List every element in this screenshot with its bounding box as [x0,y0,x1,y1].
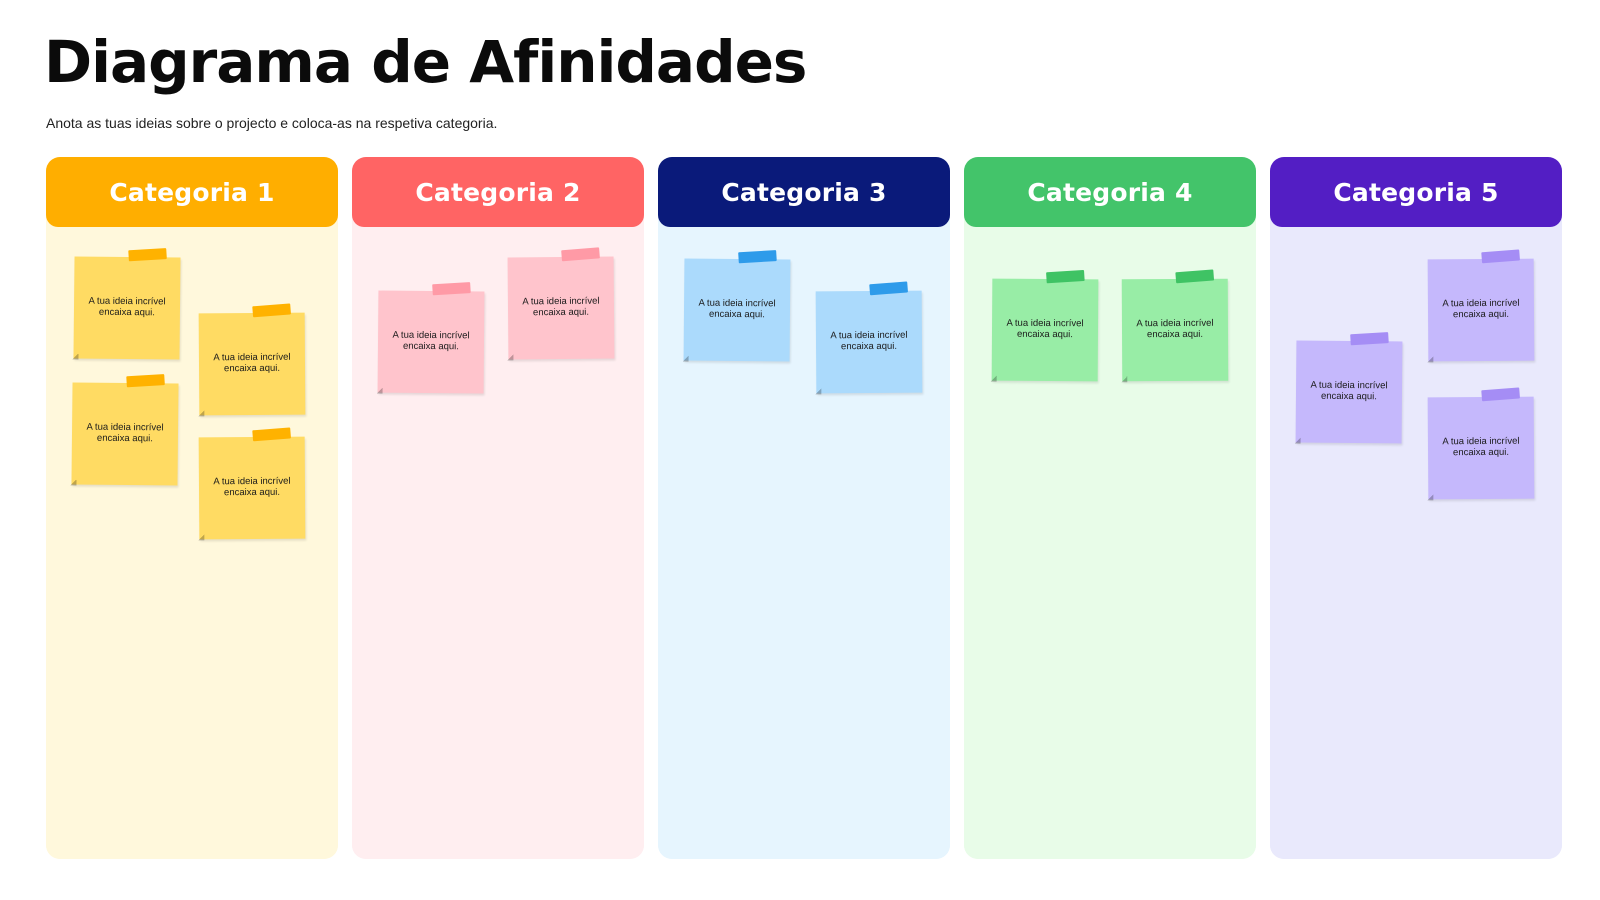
category-column-4: Categoria 4 A tua ideia incrível encaixa… [964,157,1256,859]
tape-strip [126,374,165,388]
category-header-3[interactable]: Categoria 3 [658,157,950,227]
sticky-note-text: A tua ideia incrível encaixa aqui. [522,295,600,319]
sticky-note[interactable]: A tua ideia incrível encaixa aqui. [73,248,181,360]
category-header-4[interactable]: Categoria 4 [964,157,1256,227]
sticky-note[interactable]: A tua ideia incrível encaixa aqui. [815,281,923,394]
sticky-note-text: A tua ideia incrível encaixa aqui. [1136,317,1214,341]
sticky-note-text: A tua ideia incrível encaixa aqui. [86,421,164,445]
tape-strip [561,247,600,262]
tape-strip [1481,249,1520,264]
tape-strip [738,250,777,264]
category-body-4: A tua ideia incrível encaixa aqui. A tua… [964,227,1256,859]
page-title: Diagrama de Afinidades [44,28,807,96]
page-subtitle: Anota as tuas ideias sobre o projecto e … [46,115,498,131]
sticky-note-text: A tua ideia incrível encaixa aqui. [88,295,166,319]
category-body-3: A tua ideia incrível encaixa aqui. A tua… [658,227,950,859]
sticky-note-text: A tua ideia incrível encaixa aqui. [1006,317,1084,341]
tape-strip [432,282,471,296]
sticky-note[interactable]: A tua ideia incrível encaixa aqui. [377,282,485,394]
sticky-note[interactable]: A tua ideia incrível encaixa aqui. [1121,269,1229,382]
category-body-1: A tua ideia incrível encaixa aqui. A tua… [46,227,338,859]
sticky-note-text: A tua ideia incrível encaixa aqui. [213,475,291,499]
affinity-board: Categoria 1 A tua ideia incrível encaixa… [46,157,1562,859]
sticky-note-text: A tua ideia incrível encaixa aqui. [1442,435,1520,459]
sticky-note-text: A tua ideia incrível encaixa aqui. [392,329,470,353]
category-header-2[interactable]: Categoria 2 [352,157,644,227]
sticky-note[interactable]: A tua ideia incrível encaixa aqui. [1427,387,1535,500]
sticky-note[interactable]: A tua ideia incrível encaixa aqui. [71,374,179,486]
sticky-note[interactable]: A tua ideia incrível encaixa aqui. [1295,332,1403,444]
category-column-1: Categoria 1 A tua ideia incrível encaixa… [46,157,338,859]
category-body-2: A tua ideia incrível encaixa aqui. A tua… [352,227,644,859]
category-header-5[interactable]: Categoria 5 [1270,157,1562,227]
category-header-1[interactable]: Categoria 1 [46,157,338,227]
tape-strip [128,248,167,262]
sticky-note[interactable]: A tua ideia incrível encaixa aqui. [198,303,306,416]
tape-strip [1350,332,1389,346]
tape-strip [252,303,291,318]
tape-strip [1481,387,1520,402]
sticky-note[interactable]: A tua ideia incrível encaixa aqui. [683,250,791,362]
sticky-note-text: A tua ideia incrível encaixa aqui. [830,329,908,353]
sticky-note[interactable]: A tua ideia incrível encaixa aqui. [507,247,615,360]
category-column-3: Categoria 3 A tua ideia incrível encaixa… [658,157,950,859]
tape-strip [869,281,908,296]
tape-strip [1046,269,1085,284]
category-column-5: Categoria 5 A tua ideia incrível encaixa… [1270,157,1562,859]
tape-strip [252,427,291,442]
sticky-note[interactable]: A tua ideia incrível encaixa aqui. [198,427,306,540]
sticky-note-text: A tua ideia incrível encaixa aqui. [698,297,776,321]
sticky-note-text: A tua ideia incrível encaixa aqui. [213,351,291,375]
tape-strip [1175,269,1215,284]
category-column-2: Categoria 2 A tua ideia incrível encaixa… [352,157,644,859]
sticky-note-text: A tua ideia incrível encaixa aqui. [1310,379,1388,403]
category-body-5: A tua ideia incrível encaixa aqui. A tua… [1270,227,1562,859]
sticky-note[interactable]: A tua ideia incrível encaixa aqui. [991,269,1099,382]
sticky-note-text: A tua ideia incrível encaixa aqui. [1442,297,1520,321]
sticky-note[interactable]: A tua ideia incrível encaixa aqui. [1427,249,1535,362]
